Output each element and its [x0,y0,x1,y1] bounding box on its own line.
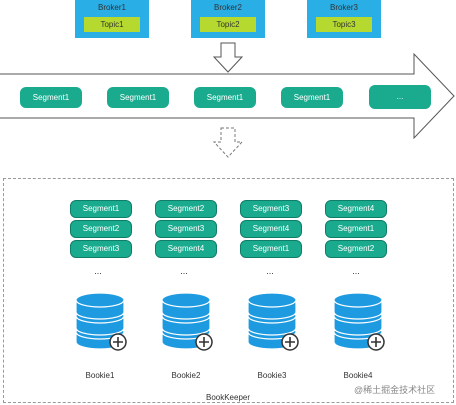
down-arrow-icon [212,42,244,73]
bookie-label: Bookie3 [257,371,287,380]
bookie-segment: Segment2 [325,240,387,258]
stream-segment: ... [369,85,431,109]
topic-label: Topic2 [200,17,256,32]
database-icon [75,292,127,351]
bookie-label: Bookie2 [171,371,201,380]
dashed-down-arrow-icon [212,127,244,158]
bookkeeper-label: BookKeeper [205,393,251,402]
bookie-label: Bookie1 [85,371,115,380]
bookie-segment: Segment2 [70,220,132,238]
bookie-label: Bookie4 [343,371,373,380]
database-icon [247,292,299,351]
more-indicator: ... [94,266,102,276]
bookie-segment: Segment3 [240,200,302,218]
broker-name: Broker2 [213,3,242,12]
more-indicator: ... [266,266,274,276]
database-icon [161,292,213,351]
topic-label: Topic1 [84,17,140,32]
bookie-segment: Segment3 [155,220,217,238]
bookie-segment: Segment1 [70,200,132,218]
stream-segment: Segment1 [194,87,256,108]
broker-name: Broker1 [97,3,126,12]
broker-name: Broker3 [329,3,358,12]
broker-box: Broker1 Topic1 [75,0,149,38]
bookie-segment: Segment4 [325,200,387,218]
more-indicator: ... [352,266,360,276]
bookkeeper-frame [3,178,454,403]
broker-box: Broker2 Topic2 [191,0,265,38]
broker-box: Broker3 Topic3 [307,0,381,38]
stream-segment: Segment1 [281,87,343,108]
bookie-segment: Segment2 [155,200,217,218]
bookie-segment: Segment4 [240,220,302,238]
watermark: @稀土掘金技术社区 [354,385,436,395]
stream-segment: Segment1 [107,87,169,108]
topic-label: Topic3 [316,17,372,32]
stream-segment: Segment1 [20,87,82,108]
bookie-segment: Segment3 [70,240,132,258]
database-icon [333,292,385,351]
more-indicator: ... [180,266,188,276]
bookie-segment: Segment1 [325,220,387,238]
bookie-segment: Segment4 [155,240,217,258]
bookie-segment: Segment1 [240,240,302,258]
